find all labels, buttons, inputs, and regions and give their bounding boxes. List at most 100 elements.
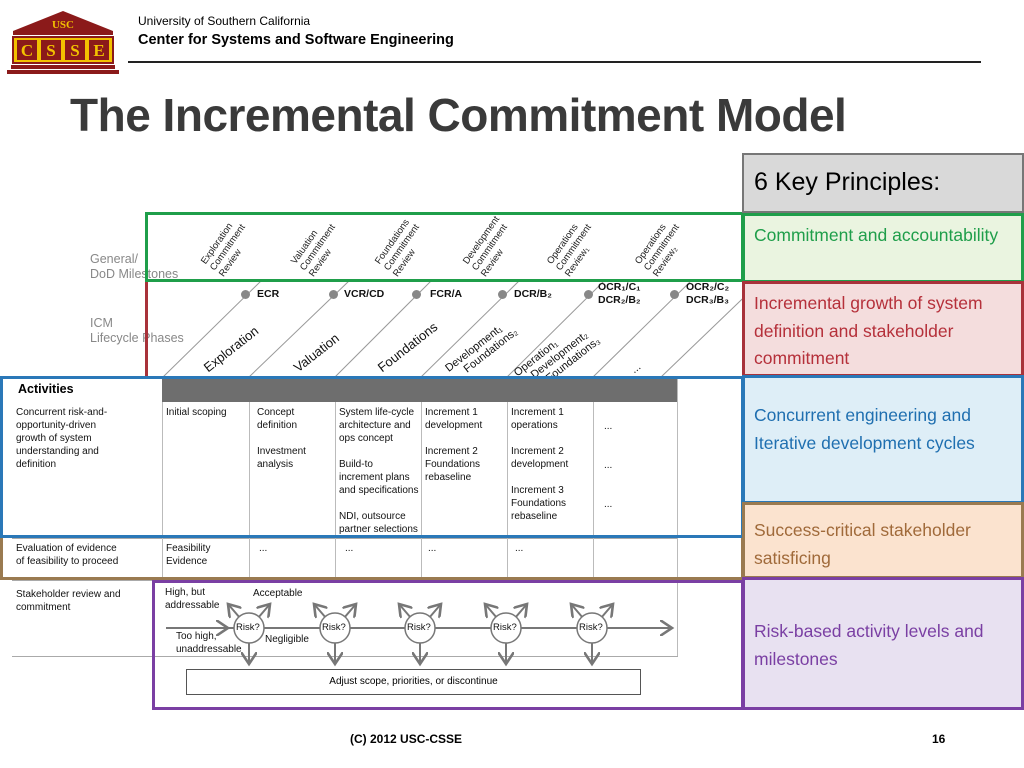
footer-copyright: (C) 2012 USC-CSSE [350,732,463,746]
row3-label: Stakeholder review and commitment [16,588,121,614]
milestone-dot [241,290,250,299]
cell-line: partner selections [339,524,418,535]
row-divider [12,538,678,539]
cell-line: development [425,420,483,431]
principle-stakeholder-satisficing: Success-critical stakeholder satisficing [742,502,1024,579]
activities-label: Activities [0,379,162,402]
cell-line: NDI, outsource [339,511,406,522]
frame-stakeholder [0,538,744,580]
risk-node: Risk? [493,622,517,633]
risk-too-high-label: Too high, unaddressable [176,630,242,656]
milestone-dcr2: DCR₂/B₂ [598,294,641,306]
cell-line: Too high, [176,631,217,642]
university-name: University of Southern California [138,14,311,28]
milestone-ocr2: OCR₂/C₂ [686,281,730,293]
cell-line: Increment 1 [425,407,478,418]
cell-line: definition [16,459,57,470]
principles-heading: 6 Key Principles: [742,153,1024,213]
column-divider [249,402,250,580]
milestone-dot [670,290,679,299]
risk-node: Risk? [322,622,346,633]
cell-line: Investment [257,446,306,457]
cell-line: ... [604,499,613,510]
cell-line: Initial scoping [166,407,227,418]
cell-line: Feasibility [166,543,211,554]
cell-line: Evaluation of evidence [16,543,117,554]
milestone-dcr: DCR/B₂ [514,288,552,300]
milestone-dot [412,290,421,299]
side-label-line: Lifecycle Phases [90,331,184,345]
slide-title: The Incremental Commitment Model [70,89,847,141]
cell-line: operations [511,420,558,431]
row2-cell: ... [428,543,437,554]
cell-line: Concept [257,407,295,418]
logo-letter: S [46,41,55,60]
cell-line: definition [257,420,298,431]
row-divider [12,656,678,657]
cell-line: growth of system [16,433,92,444]
adjust-scope-box: Adjust scope, priorities, or discontinue [186,669,641,695]
column-divider [162,402,163,580]
cell-line: understanding and [16,446,99,457]
principle-incremental-growth: Incremental growth of system definition … [742,281,1024,377]
center-name: Center for Systems and Software Engineer… [138,32,454,48]
cell-line: and specifications [339,485,419,496]
side-label-line: ICM [90,316,113,330]
cell-line: Stakeholder review and [16,589,121,600]
cell-line: increment plans [339,472,410,483]
cell-line: ... [604,460,613,471]
phases-side-label: ICM Lifecycle Phases [90,316,184,346]
row2-cell: ... [345,543,354,554]
cell-line: rebaseline [425,472,472,483]
row1-cell: Increment 1 operations Increment 2 devel… [511,406,568,523]
row1-label: Concurrent risk-and- opportunity-driven … [16,406,107,471]
column-divider [335,402,336,580]
footer-page-number: 16 [932,732,946,746]
column-divider [421,402,422,580]
frame-commitment [145,212,744,282]
header-divider [128,61,981,63]
risk-node: Risk? [407,622,431,633]
logo-usc-text: USC [52,19,74,31]
cell-line: System life-cycle [339,407,415,418]
row1-cell: Concept definition Investment analysis [257,406,306,471]
cell-line: Foundations [425,459,481,470]
row2-label: Evaluation of evidence of feasibility to… [16,542,118,568]
row2-cell: ... [259,543,268,554]
cell-line: Foundations [511,498,567,509]
milestone-dot [329,290,338,299]
cell-line: Increment 3 [511,485,564,496]
cell-line: Increment 2 [425,446,478,457]
cell-line: of feasibility to proceed [16,556,119,567]
cell-line: analysis [257,459,294,470]
principle-risk-based: Risk-based activity levels and milestone… [742,577,1024,710]
milestone-dcr3: DCR₃/B₃ [686,294,729,306]
row1-cell: System life-cycle architecture and ops c… [339,406,419,536]
row2-cell: Feasibility Evidence [166,542,210,568]
risk-node: Risk? [236,622,260,633]
column-divider [677,379,678,656]
milestone-dot [498,290,507,299]
cell-line: Build-to [339,459,373,470]
side-label-line: DoD Milestones [90,267,179,281]
cell-line: opportunity-driven [16,420,97,431]
cell-line: Evidence [166,556,208,567]
risk-high-label: High, but addressable [165,586,219,612]
cell-line: unaddressable [176,644,242,655]
risk-node: Risk? [579,622,603,633]
side-label-line: General/ [90,252,138,266]
milestone-ecr: ECR [257,288,280,300]
cell-line: High, but [165,587,206,598]
frame-incremental [145,282,148,376]
principle-concurrent-engineering: Concurrent engineering and Iterative dev… [742,375,1024,504]
principle-commitment: Commitment and accountability [742,213,1024,283]
milestones-side-label: General/ DoD Milestones [90,252,178,282]
row1-cell: Initial scoping [166,406,227,419]
logo-letter: S [70,41,79,60]
cell-line: Increment 2 [511,446,564,457]
logo-letter: E [93,41,104,60]
column-divider [593,402,594,580]
cell-line: development [511,459,569,470]
logo-letter: C [21,41,33,60]
